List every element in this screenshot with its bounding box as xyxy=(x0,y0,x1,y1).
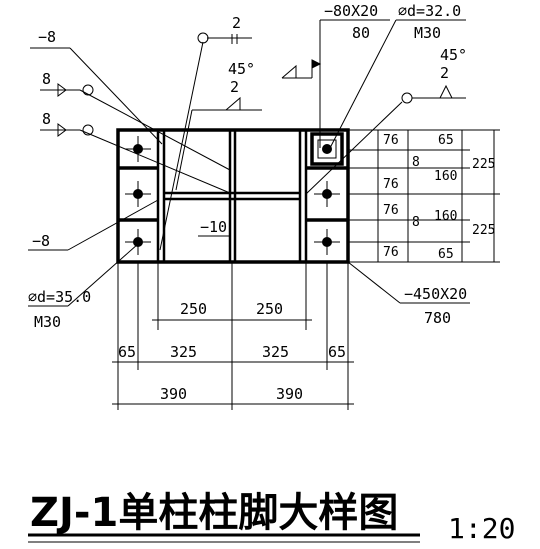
label-weld-8-a: 8 xyxy=(42,70,51,88)
label-bolt-d35: ⌀d=35.0 xyxy=(28,288,91,306)
base-plate-outline xyxy=(116,128,350,264)
dim-bottom-325-1: 325 xyxy=(170,343,197,361)
dim-right-65-2: 65 xyxy=(438,247,454,262)
dim-bottom-250-2: 250 xyxy=(256,300,283,318)
dim-bottom-65-2: 65 xyxy=(328,343,346,361)
dim-bottom-250-1: 250 xyxy=(180,300,207,318)
dim-bottom-325-2: 325 xyxy=(262,343,289,361)
label-bolt-d35-grade: M30 xyxy=(34,313,61,331)
dim-bottom-390-1: 390 xyxy=(160,385,187,403)
label-weld-45-right: 45° xyxy=(440,46,467,64)
dim-bottom-390-2: 390 xyxy=(276,385,303,403)
dim-right-160-1: 160 xyxy=(434,169,457,184)
dim-right-160-2: 160 xyxy=(434,209,457,224)
dim-right-225-2: 225 xyxy=(472,223,495,238)
label-weld-8-b: 8 xyxy=(42,110,51,128)
washer-plate xyxy=(310,132,344,166)
dim-right-225-1: 225 xyxy=(472,157,495,172)
dimension-lines-bottom xyxy=(112,262,354,410)
dim-right-76-1: 76 xyxy=(383,133,399,148)
label-bolt-d32: ⌀d=32.0 xyxy=(398,2,461,20)
label-weld-2-left: 2 xyxy=(230,78,239,96)
label-weld-45-left: 45° xyxy=(228,60,255,78)
leader-lines xyxy=(28,19,470,307)
dim-right-76-3: 76 xyxy=(383,203,399,218)
label-plate-80x20: −80X20 xyxy=(324,2,378,20)
dim-right-65-1: 65 xyxy=(438,133,454,148)
label-plate-minus10: −10 xyxy=(200,218,227,236)
dim-right-8-2: 8 xyxy=(412,215,420,230)
label-weld-2-right: 2 xyxy=(440,64,449,82)
label-plate-minus8-bottom: −8 xyxy=(32,232,50,250)
label-plate-minus8-top: −8 xyxy=(38,28,56,46)
label-base-plate-sub: 780 xyxy=(424,309,451,327)
label-base-plate: −450X20 xyxy=(404,285,467,303)
bolt-right-1 xyxy=(322,144,332,154)
drawing-title: ZJ-1单柱柱脚大样图 xyxy=(30,490,398,536)
dimension-lines-right xyxy=(348,129,500,263)
dim-right-8-1: 8 xyxy=(412,155,420,170)
dim-right-76-4: 76 xyxy=(383,245,399,260)
drawing-scale: 1:20 xyxy=(448,512,515,545)
bolt-crosshairs xyxy=(125,136,340,255)
dim-bottom-65-1: 65 xyxy=(118,343,136,361)
label-weld-2-top: 2 xyxy=(232,14,241,32)
washer-plate-inner xyxy=(317,139,337,159)
dim-right-76-2: 76 xyxy=(383,177,399,192)
label-bolt-d32-grade: M30 xyxy=(414,24,441,42)
label-plate-80x20-sub: 80 xyxy=(352,24,370,42)
